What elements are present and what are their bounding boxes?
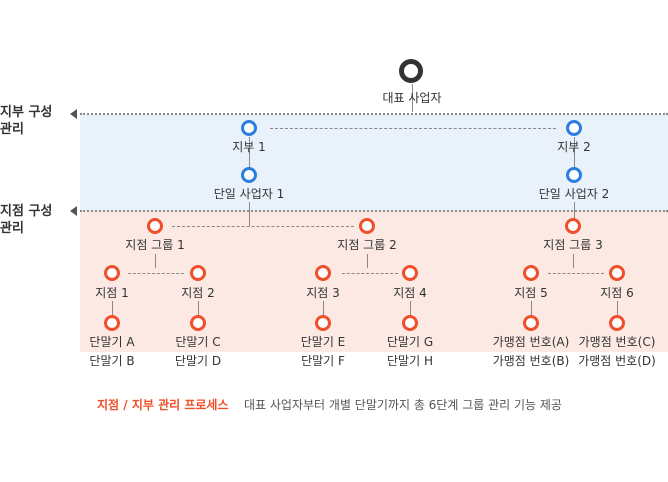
group2-label: 지점 그룹 2 bbox=[337, 238, 397, 252]
root-label: 대표 사업자 bbox=[382, 91, 442, 105]
branch-config-text: 지부 구성 관리 bbox=[0, 105, 53, 137]
root-connector bbox=[412, 84, 413, 112]
group3-label: 지점 그룹 3 bbox=[543, 238, 603, 252]
store2-label: 지점 2 bbox=[181, 286, 215, 300]
store4-node bbox=[402, 265, 418, 281]
store-config-label: 지점 구성 관리 bbox=[0, 203, 66, 237]
group2-connector bbox=[367, 254, 368, 268]
store6-label: 지점 6 bbox=[600, 286, 634, 300]
group3-connector bbox=[573, 254, 574, 268]
group3-node bbox=[565, 218, 581, 234]
branch1-label: 지부 1 bbox=[232, 140, 266, 154]
branch1-connector bbox=[249, 137, 250, 169]
store4-connector bbox=[410, 301, 411, 315]
terminal-node-3 bbox=[315, 315, 331, 331]
sub1-label: 단일 사업자 1 bbox=[213, 187, 285, 201]
store3-connector bbox=[323, 301, 324, 315]
caption-title: 지점 / 지부 관리 프로세스 bbox=[97, 398, 229, 412]
terminal-label: 단말기 E bbox=[300, 335, 346, 349]
sub1-group-connector bbox=[249, 202, 250, 226]
terminal-label: 단말기 F bbox=[301, 354, 345, 368]
store5-connector bbox=[531, 301, 532, 315]
store2-node bbox=[190, 265, 206, 281]
caption-text: 대표 사업자부터 개별 단말기까지 총 6단계 그룹 관리 기능 제공 bbox=[244, 398, 562, 412]
sub2-group-connector bbox=[574, 202, 575, 218]
store-separator-line bbox=[80, 210, 668, 212]
terminal-label: 단말기 D bbox=[174, 354, 222, 368]
store3-node bbox=[315, 265, 331, 281]
branch-level-arrow-icon bbox=[70, 109, 77, 119]
store4-label: 지점 4 bbox=[393, 286, 427, 300]
store6-connector bbox=[617, 301, 618, 315]
sub1-node bbox=[241, 167, 257, 183]
group-link bbox=[172, 226, 354, 227]
terminal-label: 가맹점 번호(A) bbox=[492, 335, 570, 349]
store1-label: 지점 1 bbox=[95, 286, 129, 300]
branch2-node bbox=[566, 120, 582, 136]
terminal-label: 가맹점 번호(B) bbox=[492, 354, 570, 368]
terminal-label: 단말기 G bbox=[386, 335, 434, 349]
terminal-label: 단말기 H bbox=[387, 354, 433, 368]
group1-label: 지점 그룹 1 bbox=[125, 238, 185, 252]
branch-config-label: 지부 구성 관리 bbox=[0, 104, 66, 138]
store5-node bbox=[523, 265, 539, 281]
store1-connector bbox=[112, 301, 113, 315]
terminal-label: 가맹점 번호(D) bbox=[578, 354, 656, 368]
store-pair3-link bbox=[548, 273, 604, 274]
terminal-node-6 bbox=[609, 315, 625, 331]
terminal-label: 단말기 A bbox=[89, 335, 135, 349]
sub2-label: 단일 사업자 2 bbox=[538, 187, 610, 201]
store5-label: 지점 5 bbox=[514, 286, 548, 300]
terminal-node-2 bbox=[190, 315, 206, 331]
store3-label: 지점 3 bbox=[306, 286, 340, 300]
branch1-node bbox=[241, 120, 257, 136]
terminal-node-4 bbox=[402, 315, 418, 331]
store-pair2-link bbox=[342, 273, 398, 274]
root-node bbox=[399, 59, 423, 83]
group1-node bbox=[147, 218, 163, 234]
store6-node bbox=[609, 265, 625, 281]
group1-connector bbox=[155, 254, 156, 268]
store1-node bbox=[104, 265, 120, 281]
terminal-node-5 bbox=[523, 315, 539, 331]
store-pair1-link bbox=[128, 273, 184, 274]
terminal-label: 단말기 C bbox=[175, 335, 221, 349]
store2-connector bbox=[198, 301, 199, 315]
sub2-node bbox=[566, 167, 582, 183]
terminal-label: 가맹점 번호(C) bbox=[578, 335, 656, 349]
branch2-connector bbox=[574, 137, 575, 169]
terminal-label: 단말기 B bbox=[89, 354, 135, 368]
group2-node bbox=[359, 218, 375, 234]
branch2-label: 지부 2 bbox=[557, 140, 591, 154]
branch-separator-line bbox=[80, 113, 668, 115]
terminal-node-1 bbox=[104, 315, 120, 331]
store-config-text: 지점 구성 관리 bbox=[0, 204, 53, 236]
store-level-arrow-icon bbox=[70, 206, 77, 216]
store-level-band bbox=[80, 211, 668, 352]
branch-link bbox=[270, 128, 556, 129]
